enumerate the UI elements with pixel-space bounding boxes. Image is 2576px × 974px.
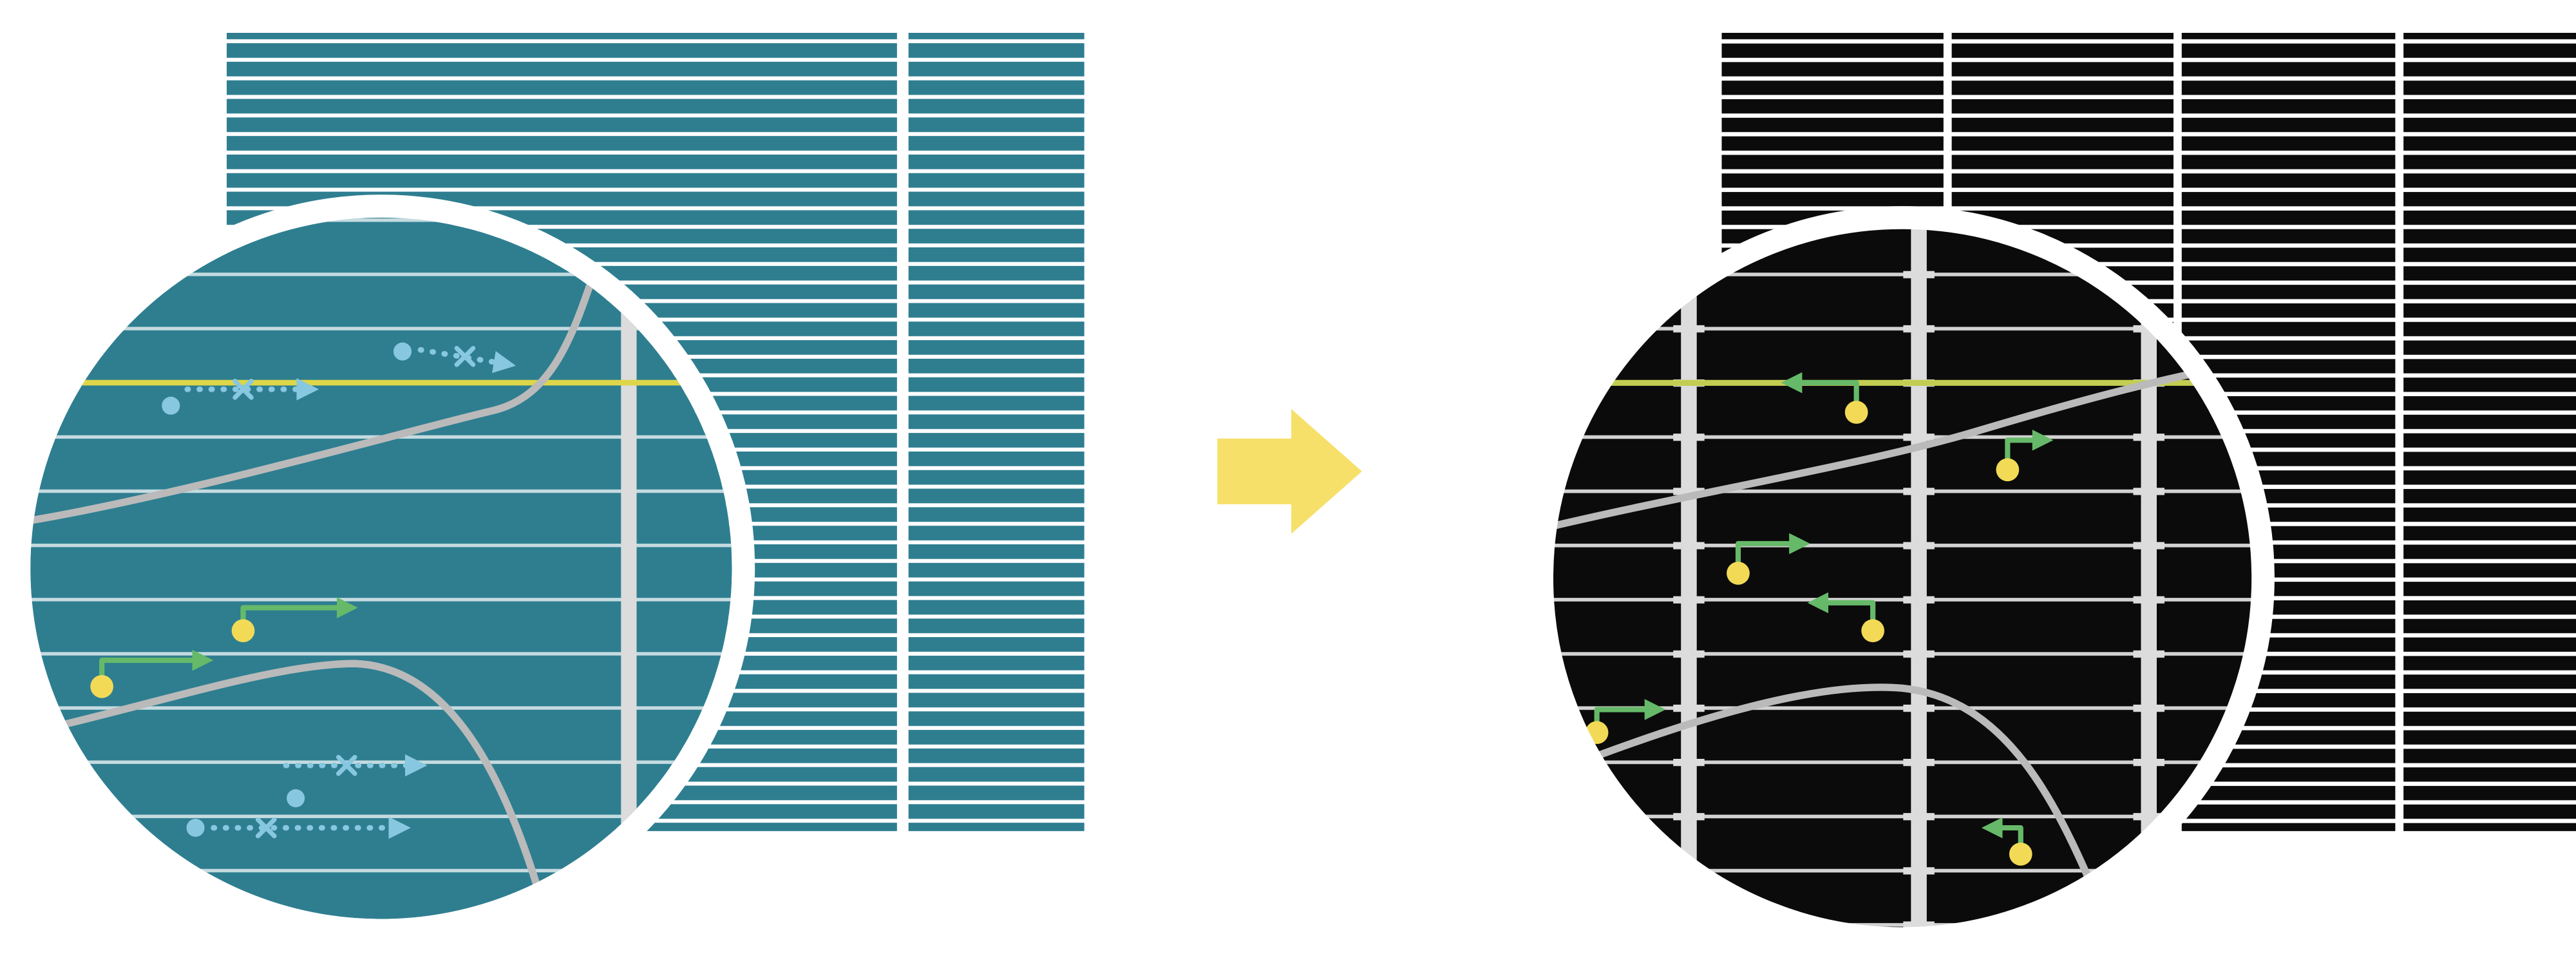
yellow-carrier-dot <box>1996 458 2020 482</box>
busbar <box>2141 228 2157 928</box>
left-highlighted-finger-line <box>30 379 732 386</box>
yellow-carrier-dot <box>231 619 255 642</box>
left-grain-boundaries <box>30 229 612 919</box>
right-zoom-content <box>1552 228 2253 928</box>
yellow-carrier-dot <box>1727 562 1750 585</box>
improved-cell-panel-column-4 <box>2403 32 2576 832</box>
right-zoom-ring <box>1530 205 2275 951</box>
yellow-carrier-dot <box>1861 619 1885 642</box>
recombination-x-icon <box>232 378 254 400</box>
blue-carrier-dot <box>186 819 205 837</box>
blocked-carrier <box>393 342 516 374</box>
grain-boundary-curve <box>30 660 553 919</box>
blocked-carriers <box>162 342 516 839</box>
recombination-x-icon <box>255 817 277 839</box>
right-zoom-inset <box>1530 205 2275 951</box>
transition-arrow-icon <box>1217 408 1362 534</box>
left-zoom-finger-lines <box>30 217 732 919</box>
yellow-carrier-dot <box>90 674 114 698</box>
blocked-carrier <box>283 754 428 808</box>
blue-carrier-dot <box>162 396 180 415</box>
collected-carrier <box>1807 592 1885 642</box>
collected-carrier <box>1727 533 1810 585</box>
grain-boundary-curve <box>30 229 612 526</box>
recombination-x-icon <box>454 345 476 367</box>
collected-carrier <box>90 649 214 698</box>
left-zoom-content <box>30 217 732 919</box>
blocked-carrier <box>186 816 411 839</box>
conventional-cell-panel-strip <box>908 32 1084 832</box>
carrier-dotted-path <box>417 347 516 374</box>
collected-carrier <box>231 597 358 642</box>
right-busbars <box>1673 228 2164 928</box>
left-busbar <box>621 217 637 919</box>
collected-carrier <box>1981 817 2032 866</box>
busbar <box>1681 228 1697 928</box>
left-zoom-ring <box>7 195 755 942</box>
grain-boundary-curve <box>1552 364 2225 533</box>
recombination-x-icon <box>336 754 357 776</box>
blocked-carrier <box>162 377 319 415</box>
blue-carrier-dot <box>287 789 305 808</box>
collected-carrier <box>1781 372 1868 424</box>
left-zoom-inset <box>7 195 755 942</box>
yellow-carrier-dot <box>1844 401 1868 424</box>
busbar <box>1911 228 1927 928</box>
yellow-carrier-dot <box>2009 843 2032 866</box>
left-collected-carriers <box>90 597 358 698</box>
grain-boundary-curve <box>1552 683 2110 924</box>
right-highlighted-finger-line <box>1552 379 2253 386</box>
blue-carrier-dot <box>393 342 412 361</box>
right-grain-boundaries <box>1552 364 2225 924</box>
collected-carrier <box>1996 430 2054 482</box>
